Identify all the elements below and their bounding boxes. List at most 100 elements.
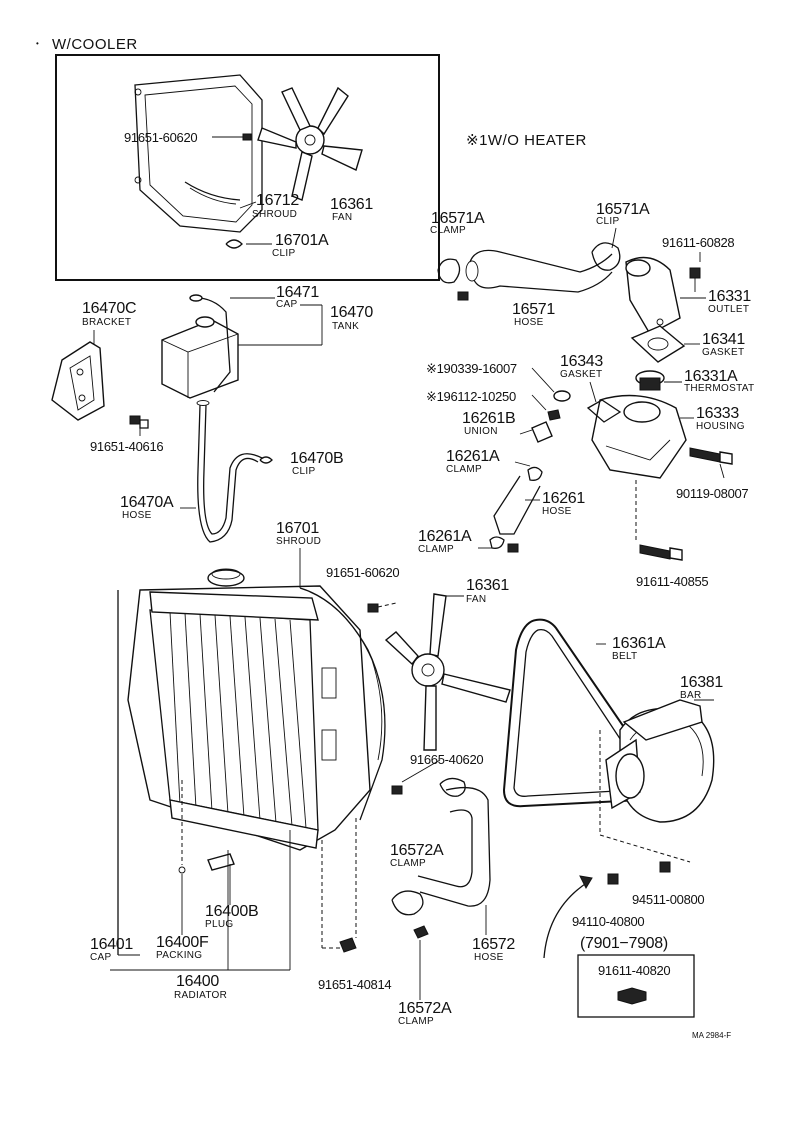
label-16400F: 16400F (156, 934, 209, 951)
bullet-mark: • (36, 39, 39, 48)
bracket-drawing (51, 341, 105, 421)
name-packing: PACKING (156, 950, 203, 961)
label-16470B: 16470B (290, 450, 344, 467)
name-clamp-572-top: CLAMP (390, 858, 426, 869)
name-clamp-261-top: CLAMP (446, 464, 482, 475)
label-16471: 16471 (276, 284, 319, 301)
upper-hose-drawing (437, 242, 621, 301)
label-16331A: 16331A (684, 368, 738, 385)
alternator-drawing (605, 699, 715, 823)
name-gasket-341: GASKET (702, 347, 745, 358)
label-16701A: 16701A (275, 232, 329, 249)
name-hose-572: HOSE (474, 952, 504, 963)
name-belt: BELT (612, 651, 638, 662)
main-fan-drawing (384, 593, 511, 751)
label-16571A-right: 16571A (596, 201, 650, 218)
water-outlet-drawing (625, 256, 681, 335)
overflow-hose-drawing (197, 404, 259, 543)
label-16361-mid: 16361 (466, 577, 509, 594)
name-gasket-343: GASKET (560, 369, 603, 380)
label-16261: 16261 (542, 490, 585, 507)
label-16261B: 16261B (462, 410, 516, 427)
name-clamp-572-bottom: CLAMP (398, 1016, 434, 1027)
name-outlet: OUTLET (708, 304, 750, 315)
name-hose-261: HOSE (542, 506, 572, 517)
thermostat-housing-drawing (591, 394, 687, 479)
name-cap-tank: CAP (276, 299, 298, 310)
label-16571: 16571 (512, 301, 555, 318)
cooler-shroud-drawing (134, 74, 263, 233)
label-91611-40855: 91611-40855 (636, 574, 709, 589)
name-hose-a: HOSE (122, 510, 152, 521)
name-union: UNION (464, 426, 498, 437)
label-16361-top: 16361 (330, 196, 373, 213)
name-thermostat: THERMOSTAT (684, 383, 755, 394)
label-94511-00800: 94511-00800 (632, 892, 705, 907)
label-16261A-top: 16261A (446, 448, 500, 465)
name-plug: PLUG (205, 919, 234, 930)
label-16361A: 16361A (612, 635, 666, 652)
label-16701: 16701 (276, 520, 319, 537)
label-91651-60620-top: 91651-60620 (124, 130, 198, 145)
label-91651-40814: 91651-40814 (318, 977, 392, 992)
name-cap-rad: CAP (90, 952, 112, 963)
title-wo-heater: ※1W/O HEATER (466, 132, 587, 149)
label-91665-40620: 91665-40620 (410, 752, 484, 767)
cooler-fan-drawing (257, 86, 363, 201)
label-94110-40800: 94110-40800 (572, 914, 645, 929)
label-16400: 16400 (176, 973, 219, 990)
reservoir-tank-drawing (161, 294, 239, 399)
label-190339-16007: ※190339-16007 (426, 361, 517, 376)
label-91651-60620-mid: 91651-60620 (326, 565, 400, 580)
radiator-drawing (127, 568, 386, 851)
name-fan-top: FAN (332, 212, 353, 223)
name-tank: TANK (332, 321, 360, 332)
label-91611-40820: 91611-40820 (598, 963, 671, 978)
name-shroud-main: SHROUD (276, 536, 322, 547)
label-16572A-top: 16572A (390, 842, 444, 859)
name-bar: BAR (680, 690, 702, 701)
name-radiator: RADIATOR (174, 990, 228, 1001)
label-90119-08007: 90119-08007 (676, 486, 749, 501)
title-wcooler: W/COOLER (52, 36, 138, 53)
label-16572: 16572 (472, 936, 515, 953)
label-16333: 16333 (696, 405, 739, 422)
label-16470A: 16470A (120, 494, 174, 511)
direction-arrow (543, 881, 589, 959)
gasket-drawing (630, 325, 686, 363)
name-shroud-top: SHROUD (252, 209, 298, 220)
label-16470: 16470 (330, 304, 373, 321)
label-91611-60828: 91611-60828 (662, 235, 735, 250)
label-16261A-bottom: 16261A (418, 528, 472, 545)
name-hose-571: HOSE (514, 317, 544, 328)
label-16331: 16331 (708, 288, 751, 305)
label-16400B: 16400B (205, 903, 259, 920)
footer-code: MA 2984-F (692, 1031, 732, 1040)
name-clamp-left: CLAMP (430, 225, 466, 236)
label-196112-10250: ※196112-10250 (426, 389, 516, 404)
label-16712: 16712 (256, 192, 299, 209)
range-label: (7901−7908) (580, 935, 668, 952)
name-clamp-261-bottom: CLAMP (418, 544, 454, 555)
label-16341: 16341 (702, 331, 745, 348)
union-drawing (531, 421, 553, 443)
name-clip-b: CLIP (292, 466, 316, 477)
lower-hose-drawing (391, 777, 491, 939)
belt-drawing (502, 618, 658, 808)
label-91651-40616: 91651-40616 (90, 439, 164, 454)
label-16381: 16381 (680, 674, 723, 691)
name-clip-right: CLIP (596, 216, 620, 227)
label-16343: 16343 (560, 353, 603, 370)
name-fan-mid: FAN (466, 594, 487, 605)
label-16401: 16401 (90, 936, 133, 953)
range-box (577, 954, 695, 1018)
name-housing: HOUSING (696, 421, 745, 432)
label-16572A-bottom: 16572A (398, 1000, 452, 1017)
name-clip-top: CLIP (272, 248, 296, 259)
label-16571A-left: 16571A (431, 210, 485, 227)
label-16470C: 16470C (82, 300, 137, 317)
name-bracket: BRACKET (82, 317, 132, 328)
wcooler-frame (55, 54, 440, 281)
